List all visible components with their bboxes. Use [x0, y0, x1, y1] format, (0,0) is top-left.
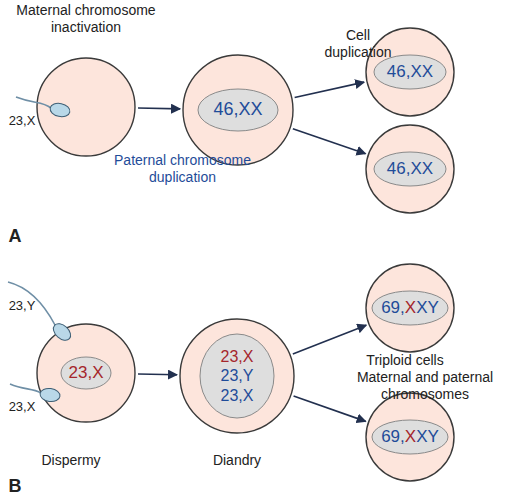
cell-circle: 69,XXY — [365, 263, 455, 353]
sperm-head — [39, 387, 61, 403]
cell-outline — [36, 57, 136, 157]
process-arrow — [295, 82, 364, 97]
cell-circle: 23,X23,Y23,XDiandry — [179, 318, 295, 434]
sperm-tail — [16, 97, 51, 108]
nucleus-text-area: 69,XXY — [365, 392, 455, 482]
nucleus — [374, 55, 446, 89]
cell-circle: 23,XDispermy — [36, 323, 136, 423]
chromosome-count: 23,X — [221, 347, 254, 366]
chromosome-count: 69,XXY — [381, 427, 439, 447]
cell-membrane — [180, 319, 294, 433]
sperm-head — [50, 320, 74, 343]
nucleus-text-area: 23,X — [36, 323, 136, 423]
annotation-label: 23,Y — [0, 298, 44, 314]
cell-membrane — [366, 393, 454, 481]
process-arrow — [138, 107, 180, 109]
nucleus-text-area: 46,XX — [182, 54, 294, 166]
sperm-tail — [8, 282, 55, 325]
sperm-cell — [8, 282, 74, 344]
process-arrow — [293, 325, 366, 354]
cell-circle: 69,XXY — [365, 392, 455, 482]
cell-membrane — [37, 324, 135, 422]
cell-membrane — [183, 55, 293, 165]
nucleus — [372, 420, 448, 454]
chromosome-count: 46,XX — [387, 62, 433, 82]
cell-membrane — [37, 58, 135, 156]
cell-caption: Diandry — [187, 452, 287, 469]
chromosome-character: Y — [428, 427, 439, 446]
chromosome-count: 23,X — [221, 386, 254, 405]
chromosome-character: 9 — [391, 298, 400, 317]
chromosome-count: 46,XX — [387, 159, 433, 179]
chromosome-character: X — [416, 298, 427, 317]
panel-letter: B — [4, 476, 26, 498]
chromosome-character: X — [416, 427, 427, 446]
annotation-label: Maternal and paternal chromosomes — [345, 369, 505, 403]
nucleus-text-area: 46,XX — [365, 124, 455, 214]
chromosome-character: 6 — [381, 427, 390, 446]
cell-circle: Maternal chromosome inactivation — [36, 57, 136, 157]
annotation-label: 23,X — [0, 113, 44, 129]
chromosome-count: 23,Y — [221, 366, 254, 385]
nucleus-text-area: 46,XX — [365, 27, 455, 117]
cell-membrane — [366, 264, 454, 352]
cell-caption: Dispermy — [21, 452, 121, 469]
chromosome-character: , — [400, 427, 405, 446]
cell-circle: 46,XX — [365, 124, 455, 214]
nucleus — [200, 334, 274, 418]
sperm-tail — [10, 384, 41, 393]
nucleus — [374, 152, 446, 186]
annotation-label: Triploid cells — [330, 352, 480, 369]
sperm-cell — [16, 97, 71, 118]
cell-membrane — [366, 28, 454, 116]
nucleus-text-area: 69,XXY — [365, 263, 455, 353]
sperm-head — [49, 102, 71, 119]
nucleus-text-area — [36, 57, 136, 157]
process-arrow — [138, 373, 177, 375]
nucleus — [61, 357, 111, 389]
chromosome-count: 69,XXY — [381, 298, 439, 318]
nucleus-text-area: 23,X23,Y23,X — [179, 318, 295, 434]
cell-membrane — [366, 125, 454, 213]
chromosome-count: 46,XX — [213, 99, 262, 121]
annotation-label: Cell duplication — [318, 27, 398, 61]
arrow-label: Paternal chromosome duplication — [100, 152, 265, 186]
process-arrow — [293, 129, 366, 154]
cell-caption: Maternal chromosome inactivation — [1, 2, 171, 36]
panel-letter: A — [4, 226, 26, 248]
nucleus — [198, 89, 278, 131]
cell-circle: 46,XX — [182, 54, 294, 166]
chromosome-character: , — [400, 298, 405, 317]
chromosome-character: X — [405, 298, 416, 317]
nucleus — [372, 291, 448, 325]
chromosome-count: 23,X — [69, 363, 104, 383]
chromosome-character: Y — [428, 298, 439, 317]
chromosome-character: 9 — [391, 427, 400, 446]
sperm-cell — [10, 384, 61, 403]
chromosome-character: 6 — [381, 298, 390, 317]
chromosome-character: X — [405, 427, 416, 446]
process-arrow — [294, 396, 366, 421]
annotation-label: 23,X — [0, 399, 44, 415]
cell-circle: 46,XX — [365, 27, 455, 117]
